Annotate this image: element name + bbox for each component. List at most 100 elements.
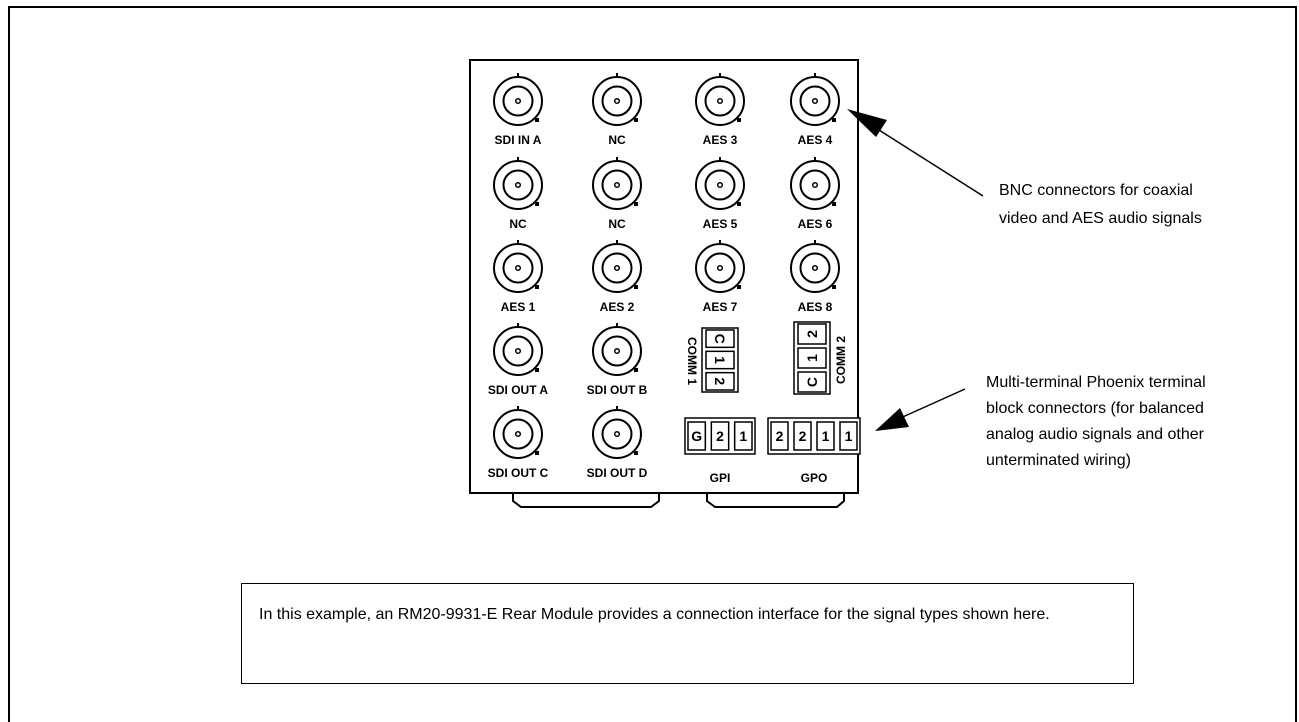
terminal-pin-label: 1	[845, 428, 853, 444]
terminal-pin	[797, 347, 827, 369]
phoenix-callout-line-2: block connectors (for balanced	[986, 400, 1204, 417]
bnc-connector: AES 5	[695, 157, 745, 231]
terminal-pin-label: 1	[712, 356, 728, 364]
bnc-callout-arrowhead	[847, 109, 887, 137]
bnc-callout-line-2: video and AES audio signals	[999, 210, 1202, 227]
bnc-mark	[832, 118, 836, 122]
bnc-connector: SDI IN A	[493, 73, 543, 147]
terminal-pin	[839, 421, 858, 451]
bnc-center-pin	[811, 264, 819, 272]
terminal-pin	[793, 421, 812, 451]
bnc-label: AES 6	[798, 217, 833, 231]
bnc-connector: SDI OUT D	[587, 406, 648, 480]
terminal-pin-label: C	[804, 377, 820, 387]
left-card-guide	[512, 493, 660, 508]
phoenix-callout-text: Multi-terminal Phoenix terminal block co…	[986, 374, 1210, 469]
bnc-mark	[535, 202, 539, 206]
bnc-callout-line-1: BNC connectors for coaxial	[999, 182, 1193, 199]
bnc-mark	[832, 202, 836, 206]
bnc-center-pin	[514, 181, 522, 189]
terminal-pin	[687, 421, 707, 451]
right-card-guide	[706, 493, 845, 508]
bnc-center-pin	[514, 97, 522, 105]
terminal-pin-label: 2	[804, 330, 820, 338]
bnc-label: AES 8	[798, 300, 833, 314]
bnc-mark	[535, 368, 539, 372]
bnc-connector: AES 2	[592, 240, 642, 314]
bnc-label: AES 2	[600, 300, 635, 314]
bnc-connector: AES 8	[790, 240, 840, 314]
bnc-center-pin	[716, 181, 724, 189]
bnc-connector: AES 3	[695, 73, 745, 147]
phoenix-callout-arrowhead	[875, 408, 909, 431]
phoenix-callout-line-4: unterminated wiring)	[986, 452, 1131, 469]
bnc-connector: AES 7	[695, 240, 745, 314]
bnc-mark	[535, 451, 539, 455]
bnc-callout-text: BNC connectors for coaxial video and AES…	[999, 182, 1202, 227]
bnc-connector: SDI OUT B	[587, 323, 648, 397]
phoenix-callout-line	[895, 388, 966, 421]
bnc-center-pin	[514, 347, 522, 355]
gpi-block-label: GPI	[710, 471, 731, 485]
bnc-label: AES 1	[501, 300, 536, 314]
bnc-mark	[634, 451, 638, 455]
bnc-mark	[737, 202, 741, 206]
terminal-pin	[705, 329, 735, 349]
bnc-label: AES 5	[703, 217, 738, 231]
bnc-mark	[634, 285, 638, 289]
bnc-center-pin	[514, 430, 522, 438]
phoenix-callout-line-1: Multi-terminal Phoenix terminal	[986, 374, 1206, 391]
bnc-center-pin	[613, 264, 621, 272]
bnc-connector: AES 1	[493, 240, 543, 314]
bnc-connector: NC	[493, 157, 543, 231]
bnc-label: NC	[509, 217, 527, 231]
terminal-pin-label: G	[691, 428, 702, 444]
terminal-pin	[733, 421, 753, 451]
terminal-pin	[816, 421, 835, 451]
bnc-label: SDI OUT C	[488, 466, 549, 480]
terminal-pin-label: 1	[804, 354, 820, 362]
figure-frame	[8, 6, 1297, 722]
bnc-label: AES 3	[703, 133, 738, 147]
bnc-label: AES 7	[703, 300, 738, 314]
terminal-pin	[797, 323, 827, 345]
bnc-label: SDI IN A	[495, 133, 542, 147]
figure-caption: In this example, an RM20-9931-E Rear Mod…	[241, 583, 1134, 684]
bnc-connector: NC	[592, 73, 642, 147]
bnc-center-pin	[613, 181, 621, 189]
bnc-mark	[535, 118, 539, 122]
bnc-center-pin	[716, 264, 724, 272]
phoenix-callout-line-3: analog audio signals and other	[986, 426, 1205, 443]
comm2-block-label: COMM 2	[834, 336, 848, 384]
bnc-mark	[737, 285, 741, 289]
terminal-pin-label: 1	[739, 428, 747, 444]
bnc-center-pin	[613, 430, 621, 438]
bnc-label: AES 4	[798, 133, 833, 147]
bnc-label: NC	[608, 217, 626, 231]
terminal-pin	[705, 350, 735, 370]
comm2-block: 2 1C COMM 2	[793, 321, 848, 395]
bnc-connector: SDI OUT C	[488, 406, 549, 480]
bnc-mark	[737, 118, 741, 122]
terminal-pin	[770, 421, 789, 451]
bnc-callout-line	[867, 122, 984, 197]
terminal-pin-label: 2	[712, 377, 728, 385]
bnc-mark	[634, 118, 638, 122]
bnc-mark	[832, 285, 836, 289]
bnc-center-pin	[811, 181, 819, 189]
bnc-connector-grid: SDI IN A NC AES 3 AES 4 NC NC AES 5 AES 6 AES 1 A…	[488, 73, 840, 480]
bnc-mark	[634, 368, 638, 372]
bnc-label: NC	[608, 133, 626, 147]
terminal-pin-label: 2	[776, 428, 784, 444]
terminal-pin-label: 2	[716, 428, 724, 444]
bnc-connector: SDI OUT A	[488, 323, 548, 397]
terminal-pin	[797, 371, 827, 393]
bnc-center-pin	[716, 97, 724, 105]
bnc-center-pin	[811, 97, 819, 105]
bnc-connector: NC	[592, 157, 642, 231]
